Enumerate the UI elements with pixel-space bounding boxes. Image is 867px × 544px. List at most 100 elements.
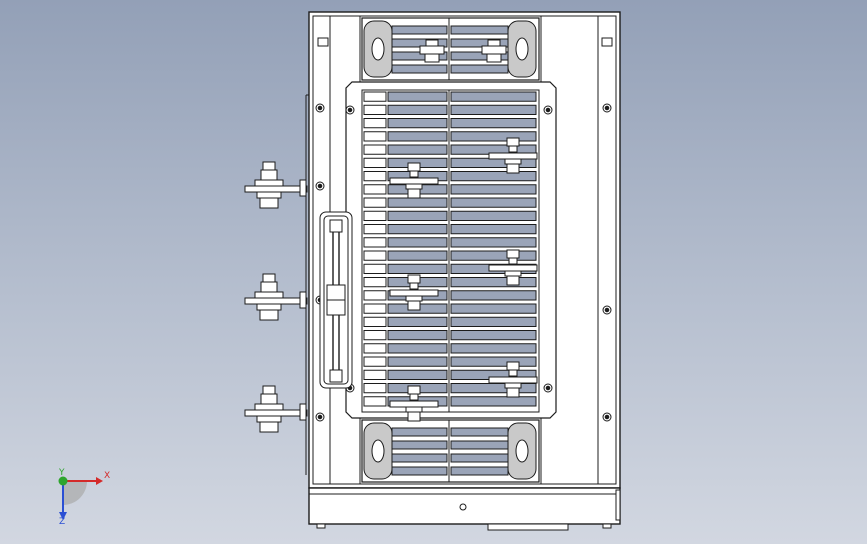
terminal-washer-low-0: [256, 191, 282, 199]
bottom-frame-fin-left: [391, 466, 448, 476]
x-axis-label: X: [104, 471, 110, 481]
bolt-bracket-3: [488, 264, 538, 272]
slat-stub-left: [363, 131, 387, 142]
terminal-washer-low-2: [256, 415, 282, 423]
slat-right: [450, 237, 537, 248]
bolt-bracket-4: [389, 400, 439, 408]
slat-left: [387, 330, 448, 341]
slat-left: [387, 197, 448, 208]
top-frame-fin-left: [391, 64, 448, 74]
top-frame-lug-hole-right: [515, 37, 529, 61]
slat-left: [387, 144, 448, 155]
slat-right: [450, 343, 537, 354]
x-axis-arrowhead: [96, 477, 103, 485]
terminal-nut-bottom-1: [259, 309, 279, 321]
bottom-heatsink-frame[interactable]: [361, 419, 540, 483]
bolt-bracket-2: [389, 289, 439, 297]
bolt-head-2: [407, 274, 421, 284]
slat-stub-left: [363, 316, 387, 327]
slat-stub-left: [363, 356, 387, 367]
mount-screw-core-3: [604, 414, 610, 420]
top-bolt-nut-0: [424, 53, 440, 63]
slat-right: [450, 330, 537, 341]
slat-right: [450, 356, 537, 367]
slat-right: [450, 184, 537, 195]
top-frame-fin-right: [450, 25, 509, 35]
right-tab: [601, 37, 613, 47]
slat-right: [450, 250, 537, 261]
bolt-washer-1: [504, 158, 522, 165]
terminal-cap-2: [262, 385, 276, 395]
bottom-frame-fin-right: [450, 453, 509, 463]
slat-stub-left: [363, 197, 387, 208]
slat-right: [450, 91, 537, 102]
terminal-stud-2: [299, 403, 307, 421]
bolt-neck-4: [409, 393, 419, 401]
bolt-neck-0: [409, 170, 419, 178]
bottom-frame-lug-hole-left: [371, 439, 385, 463]
top-bolt-head-1: [487, 39, 501, 47]
slat-left: [387, 237, 448, 248]
grille-screw-core-3: [545, 385, 551, 391]
slat-stub-left: [363, 277, 387, 288]
bolt-neck-2: [409, 282, 419, 290]
mount-screw-core-2: [317, 414, 323, 420]
bottom-frame-lug-hole-right: [515, 439, 529, 463]
fuse-top-clip: [329, 219, 343, 233]
slat-stub-left: [363, 104, 387, 115]
bolt-head-0: [407, 162, 421, 172]
terminal-washer-1: [254, 291, 284, 299]
slat-stub-left: [363, 171, 387, 182]
slat-stub-left: [363, 144, 387, 155]
top-heatsink-frame[interactable]: [361, 17, 540, 81]
top-bolt-nut-1: [486, 53, 502, 63]
base-plate[interactable]: [308, 487, 621, 531]
slat-right: [450, 224, 537, 235]
slat-stub-left: [363, 224, 387, 235]
grille-inner-frame: [361, 89, 540, 413]
slat-right: [450, 316, 537, 327]
fuse-holder[interactable]: [319, 211, 353, 389]
slat-right: [450, 303, 537, 314]
bolt-bracket-5: [488, 376, 538, 384]
terminal-washer-2: [254, 403, 284, 411]
slat-left: [387, 369, 448, 380]
slat-left: [387, 343, 448, 354]
terminal-nut-bottom-2: [259, 421, 279, 433]
bolt-nut-3: [506, 275, 520, 286]
slat-stub-left: [363, 157, 387, 168]
bolt-washer-2: [405, 295, 423, 302]
terminal-cap-0: [262, 161, 276, 171]
bottom-frame-fin-right: [450, 427, 509, 437]
slat-stub-left: [363, 383, 387, 394]
axis-triad: X Y Z: [58, 468, 110, 527]
slat-stub-left: [363, 250, 387, 261]
bolt-nut-5: [506, 387, 520, 398]
slat-right: [450, 171, 537, 182]
slat-right: [450, 197, 537, 208]
slat-left: [387, 210, 448, 221]
slat-stub-left: [363, 184, 387, 195]
terminal-nut-bottom-0: [259, 197, 279, 209]
y-axis-dot: [58, 476, 68, 486]
terminal-nut-top-0: [260, 169, 278, 181]
bolt-head-5: [506, 361, 520, 371]
slat-stub-left: [363, 396, 387, 407]
slat-right: [450, 104, 537, 115]
top-bolt-head-0: [425, 39, 439, 47]
bolt-nut-1: [506, 163, 520, 174]
side-terminals[interactable]: [244, 161, 308, 433]
bracket-bolts[interactable]: [389, 39, 538, 422]
slat-left: [387, 224, 448, 235]
slat-left: [387, 91, 448, 102]
slat-stub-left: [363, 118, 387, 129]
triad-shadow: [63, 481, 87, 505]
grille-screw-core-1: [545, 107, 551, 113]
slat-right: [450, 118, 537, 129]
vent-grille[interactable]: [345, 81, 557, 419]
base-foot-center: [487, 523, 569, 531]
terminal-stud-0: [299, 179, 307, 197]
enclosure-inner-line: [312, 15, 617, 485]
